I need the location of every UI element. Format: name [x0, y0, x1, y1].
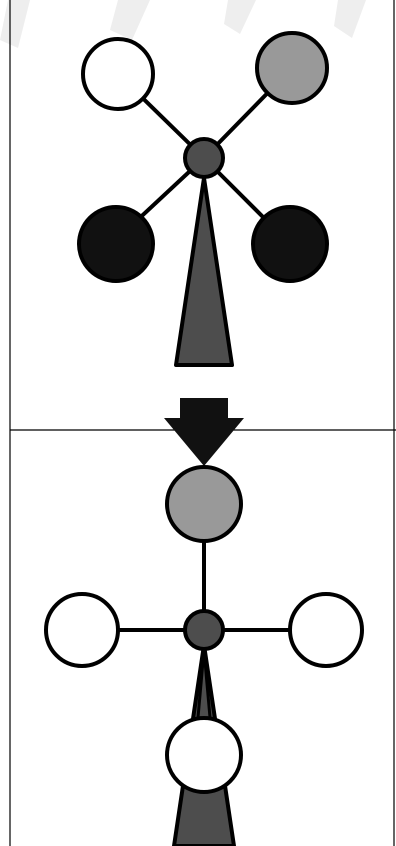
- bottom-ball-top-gray: [167, 467, 241, 541]
- bottom-ball-front-white: [167, 718, 241, 792]
- bottom-ball-left-white: [46, 594, 118, 666]
- top-ball-lower-left-black: [79, 207, 153, 281]
- top-ball-lower-right-black: [253, 207, 327, 281]
- bottom-ball-right-white: [290, 594, 362, 666]
- top-stand: [176, 178, 232, 365]
- bottom-rotor-assembly: [46, 467, 362, 846]
- top-rotor-assembly: [79, 33, 327, 365]
- top-hub: [185, 139, 223, 177]
- top-ball-upper-left-white: [83, 39, 153, 109]
- bottom-hub: [185, 611, 223, 649]
- down-arrow-icon: [164, 398, 244, 466]
- top-ball-upper-right-gray: [257, 33, 327, 103]
